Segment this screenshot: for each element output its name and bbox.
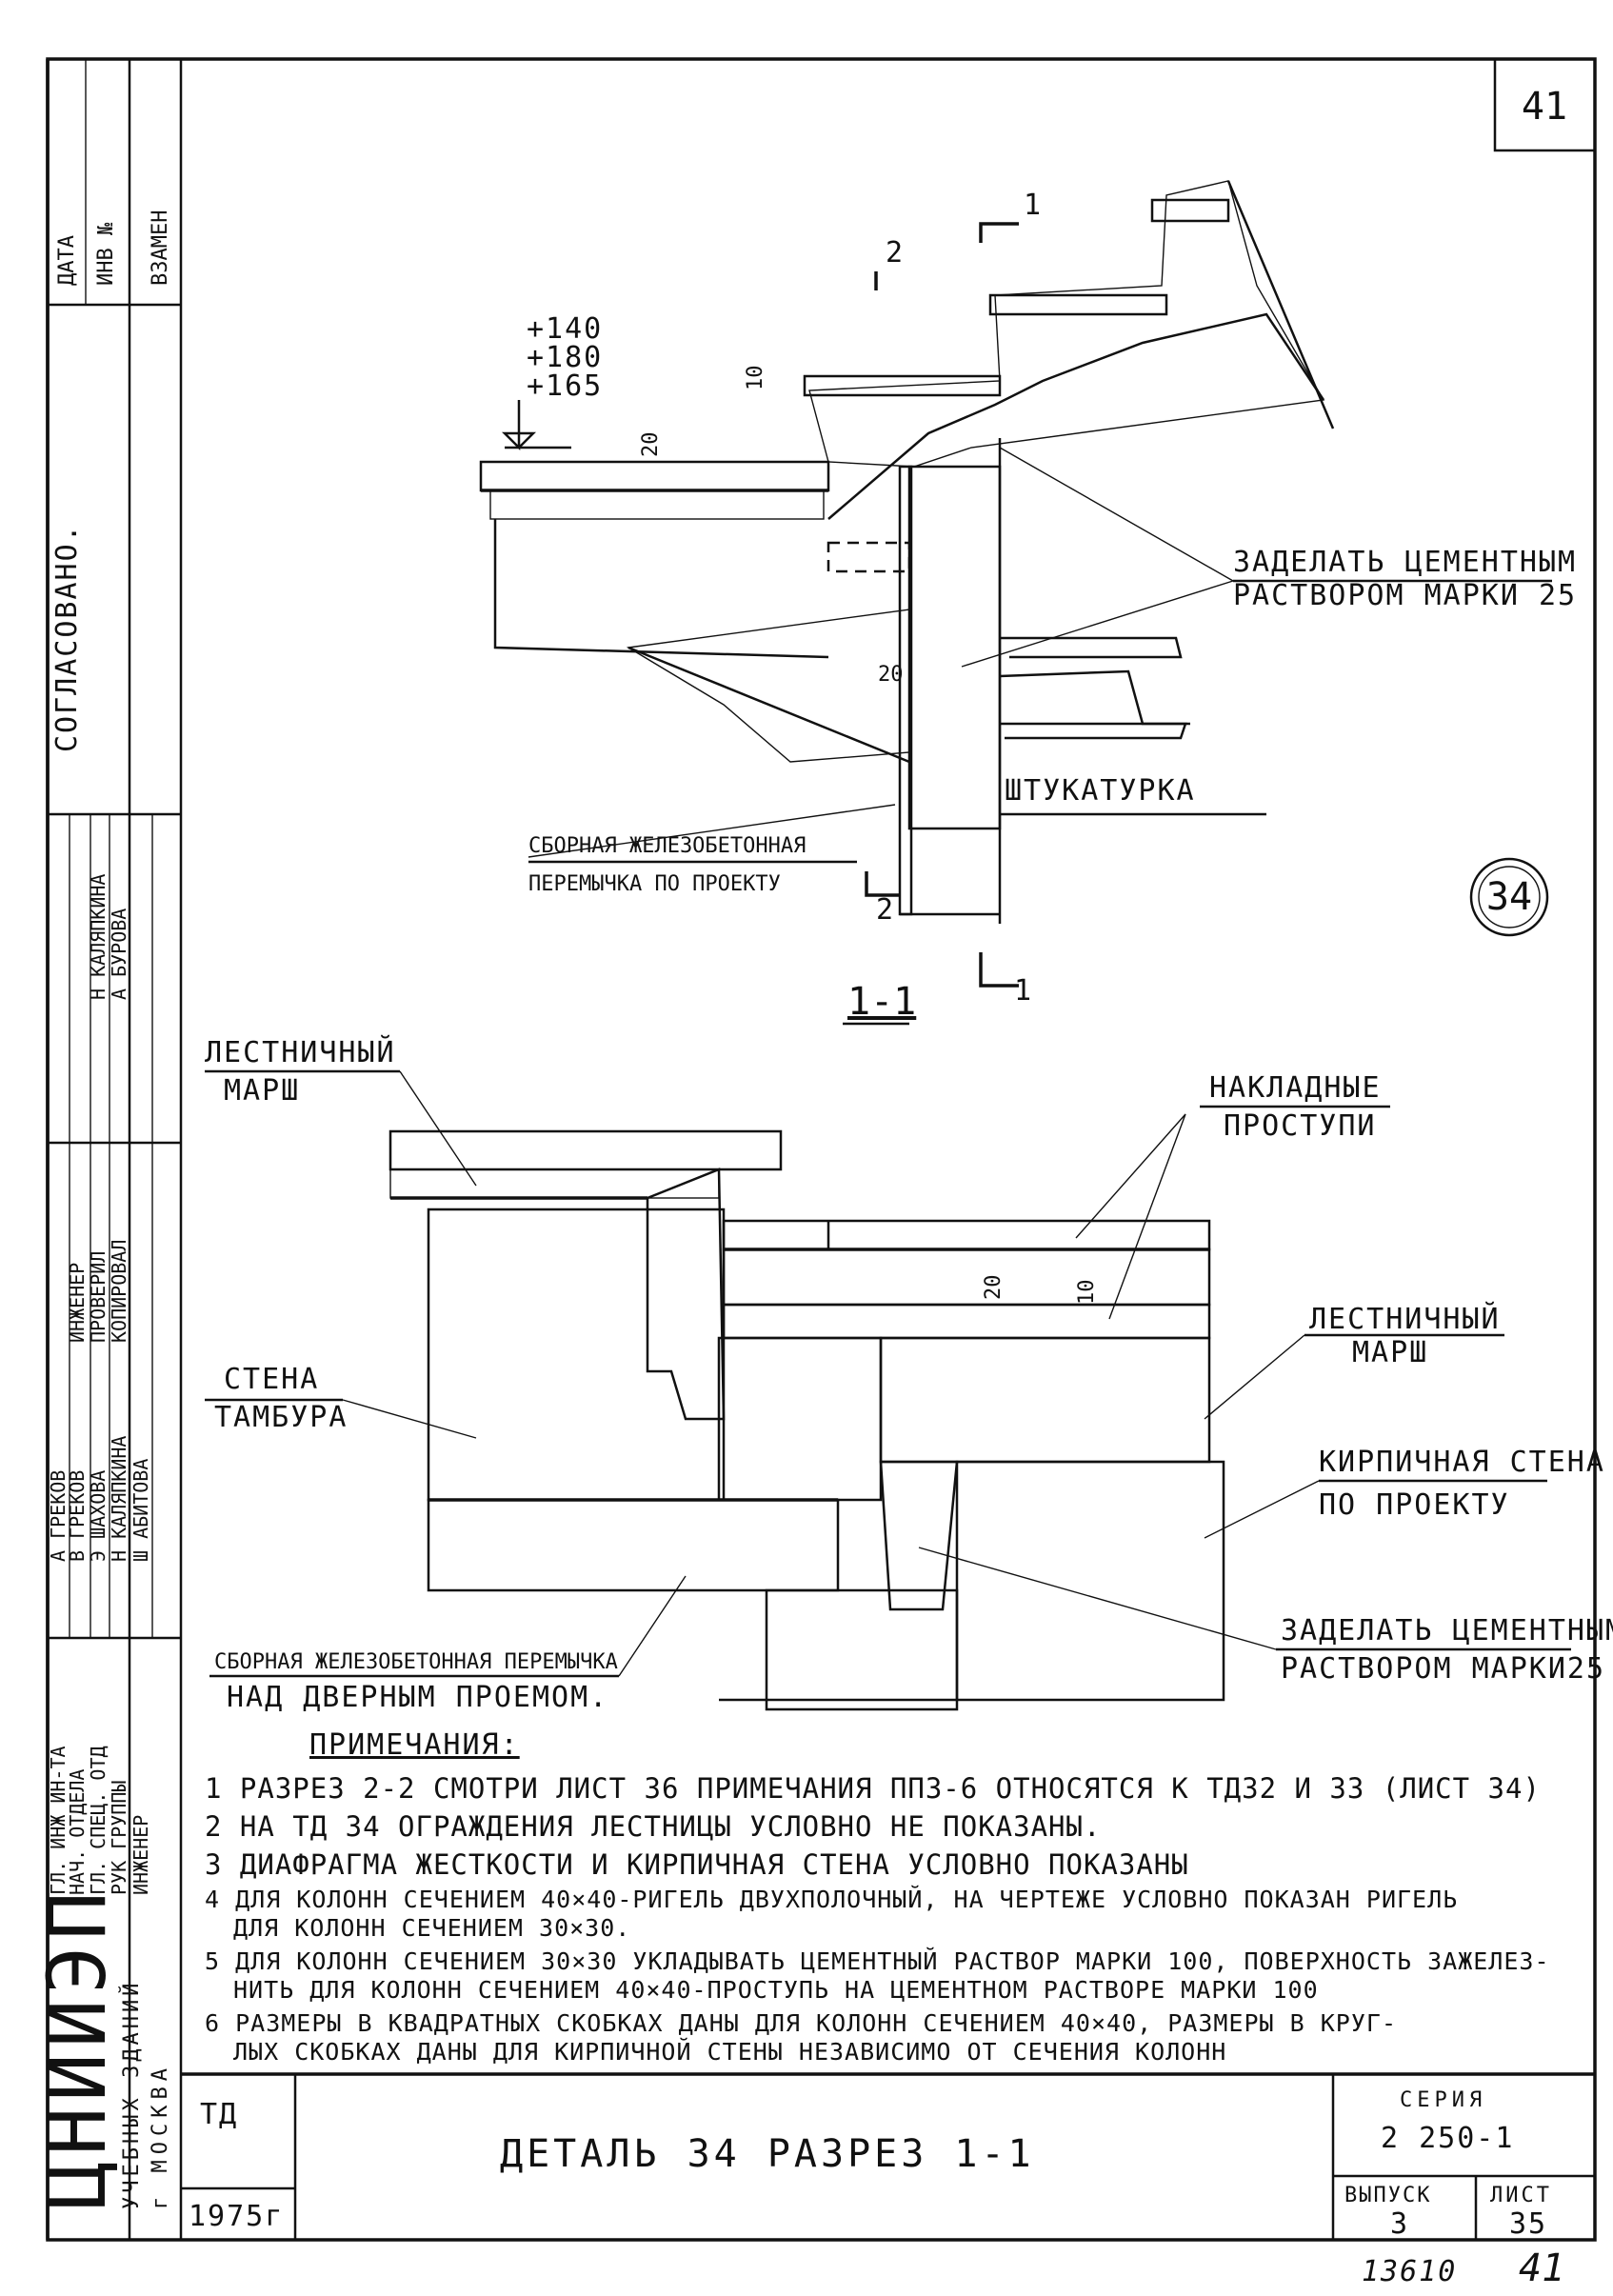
note-item: 3 ДИАФРАГМА ЖЕСТКОСТИ И КИРПИЧНАЯ СТЕНА … [205,1848,1189,1881]
label-wall: ТАМБУРА [214,1401,348,1434]
stamp-role: ПРОВЕРИЛ [87,1251,110,1343]
stamp-name: Ш АБИТОВА [129,1459,152,1562]
note-item: 6 РАЗМЕРЫ В КВАДРАТНЫХ СКОБКАХ ДАНЫ ДЛЯ … [205,2009,1397,2037]
stamp-name: А ГРЕКОВ [47,1470,70,1562]
label-lintel-plan: НАД ДВЕРНЫМ ПРОЕМОМ. [227,1681,608,1714]
plan-detail: 20 10 ЛЕСТНИЧНЫЙ МАРШ НАКЛАДНЫЕ ПРОСТУПИ… [205,1035,1613,1714]
stamp-name-upper: А БУРОВА [108,908,130,1000]
dim: 20 [639,432,663,458]
page-number: 41 [1522,85,1567,129]
section-title: 1-1 [847,980,916,1024]
stamp-role: КОПИРОВАЛ [108,1240,130,1343]
notes: ПРИМЕЧАНИЯ: 1 РАЗРЕЗ 2-2 СМОТРИ ЛИСТ 36 … [205,1728,1550,2066]
stamp-name: Н КАЛЯПКИНА [108,1436,130,1562]
label-flight-left: ЛЕСТНИЧНЫЙ [205,1035,396,1069]
detail-number: 34 [1486,875,1532,919]
title-block: ТД 1975г ДЕТАЛЬ 34 РАЗРЕЗ 1-1 СЕРИЯ 2 25… [181,2072,1595,2241]
tread-2 [988,293,1168,316]
label-treads: ПРОСТУПИ [1224,1109,1377,1143]
label-lintel: СБОРНАЯ ЖЕЛЕЗОБЕТОННАЯ [528,834,806,858]
side-stamp: ДАТА ИНВ № ВЗАМЕН СОГЛАСОВАНО. Н КАЛЯПКИ… [30,59,183,2242]
section-1-1: 1 1 2 2 +140 +180 +165 10 20 20 ЗАДЕЛАТЬ… [479,180,1577,1026]
stamp-name-upper: Н КАЛЯПКИНА [87,874,110,1000]
cut-mark: 2 [886,236,905,270]
stamp-date: ДАТА [55,235,79,286]
stamp-role-low: ГЛ. ИНЖ ИН-ТА [47,1746,70,1895]
label-flight-left: МАРШ [224,1074,300,1108]
dim: 20 [878,663,904,687]
label-flight-right: МАРШ [1352,1336,1428,1369]
tread-3 [1150,198,1230,223]
note-item: ЛЫХ СКОБКАХ ДАНЫ ДЛЯ КИРПИЧНОЙ СТЕНЫ НЕЗ… [233,2038,1226,2066]
detail-circle [1469,857,1549,937]
stamp-role-low: ГЛ. СПЕЦ. ОТД [87,1746,110,1895]
label-mortar: ЗАДЕЛАТЬ ЦЕМЕНТНЫМ [1233,546,1577,579]
label-mortar-plan: РАСТВОРОМ МАРКИ25 [1281,1652,1605,1686]
tb-series-value: 2 250-1 [1381,2122,1514,2155]
tb-sheet-value: 35 [1509,2207,1547,2241]
tb-year: 1975г [189,2200,284,2233]
label-treads: НАКЛАДНЫЕ [1209,1071,1382,1105]
cut-mark: 1 [1014,974,1033,1008]
stamp-name: В ГРЕКОВ [66,1470,89,1562]
label-lintel-plan: СБОРНАЯ ЖЕЛЕЗОБЕТОННАЯ ПЕРЕМЫЧКА [214,1650,618,1674]
note-item: 1 РАЗРЕЗ 2-2 СМОТРИ ЛИСТ 36 ПРИМЕЧАНИЯ П… [205,1772,1541,1805]
label-wall: СТЕНА [224,1363,319,1396]
label-brick: КИРПИЧНАЯ СТЕНА [1319,1446,1605,1479]
label-lintel: ПЕРЕМЫЧКА ПО ПРОЕКТУ [528,872,781,896]
label-flight-right: ЛЕСТНИЧНЫЙ [1309,1302,1501,1336]
dim: 10 [744,366,767,391]
footer-number: 41 [1519,2246,1564,2290]
dim: 20 [982,1275,1006,1301]
stamp-agreed: СОГЛАСОВАНО. [50,523,84,752]
cut-mark: 2 [876,893,895,927]
tb-issue-label: ВЫПУСК [1344,2184,1431,2207]
note-item: НИТЬ ДЛЯ КОЛОНН СЕЧЕНИЕМ 40×40-ПРОСТУПЬ … [233,1976,1319,2004]
notes-heading: ПРИМЕЧАНИЯ: [309,1728,520,1762]
tb-sheet-label: ЛИСТ [1490,2184,1552,2207]
institute-sub: УЧЕБНЫХ ЗДАНИЙ [119,1980,144,2209]
stamp-name: Э ШАХОВА [87,1470,110,1562]
note-item: ДЛЯ КОЛОНН СЕЧЕНИЕМ 30×30. [233,1914,630,1942]
elevation: +140 [527,312,603,346]
note-item: 2 НА ТД 34 ОГРАЖДЕНИЯ ЛЕСТНИЦЫ УСЛОВНО Н… [205,1810,1101,1843]
elevation: +165 [527,369,603,403]
institute-name: ЦНИИЭП [30,1887,124,2209]
note-item: 5 ДЛЯ КОЛОНН СЕЧЕНИЕМ 30×30 УКЛАДЫВАТЬ Ц… [205,1947,1550,1975]
label-brick: ПО ПРОЕКТУ [1319,1488,1510,1522]
elevation: +180 [527,341,603,374]
stamp-replace: ВЗАМЕН [149,210,172,286]
institute-city: г МОСКВА [149,2063,172,2209]
tb-code: ТД [200,2098,238,2131]
stamp-role-low: НАЧ. ОТДЕЛА [66,1769,89,1895]
stamp-inv: ИНВ № [94,223,118,286]
cut-mark: 1 [1024,189,1043,222]
stamp-role-low: ИНЖЕНЕР [129,1815,152,1895]
label-plaster: ШТУКАТУРКА [1005,774,1196,808]
dim: 10 [1075,1280,1099,1306]
footer-number: 13610 [1362,2255,1457,2288]
tread-1 [803,374,1002,397]
note-item: 4 ДЛЯ КОЛОНН СЕЧЕНИЕМ 40×40-РИГЕЛЬ ДВУХП… [205,1886,1458,1913]
tb-issue-value: 3 [1390,2207,1409,2241]
tb-title: ДЕТАЛЬ 34 РАЗРЕЗ 1-1 [500,2132,1035,2176]
tb-series-label: СЕРИЯ [1400,2088,1486,2112]
stamp-role-low: РУК ГРУППЫ [108,1781,130,1895]
label-mortar: РАСТВОРОМ МАРКИ 25 [1233,579,1577,612]
stamp-role: ИНЖЕНЕР [66,1263,89,1343]
label-mortar-plan: ЗАДЕЛАТЬ ЦЕМЕНТНЫМ [1281,1614,1613,1647]
